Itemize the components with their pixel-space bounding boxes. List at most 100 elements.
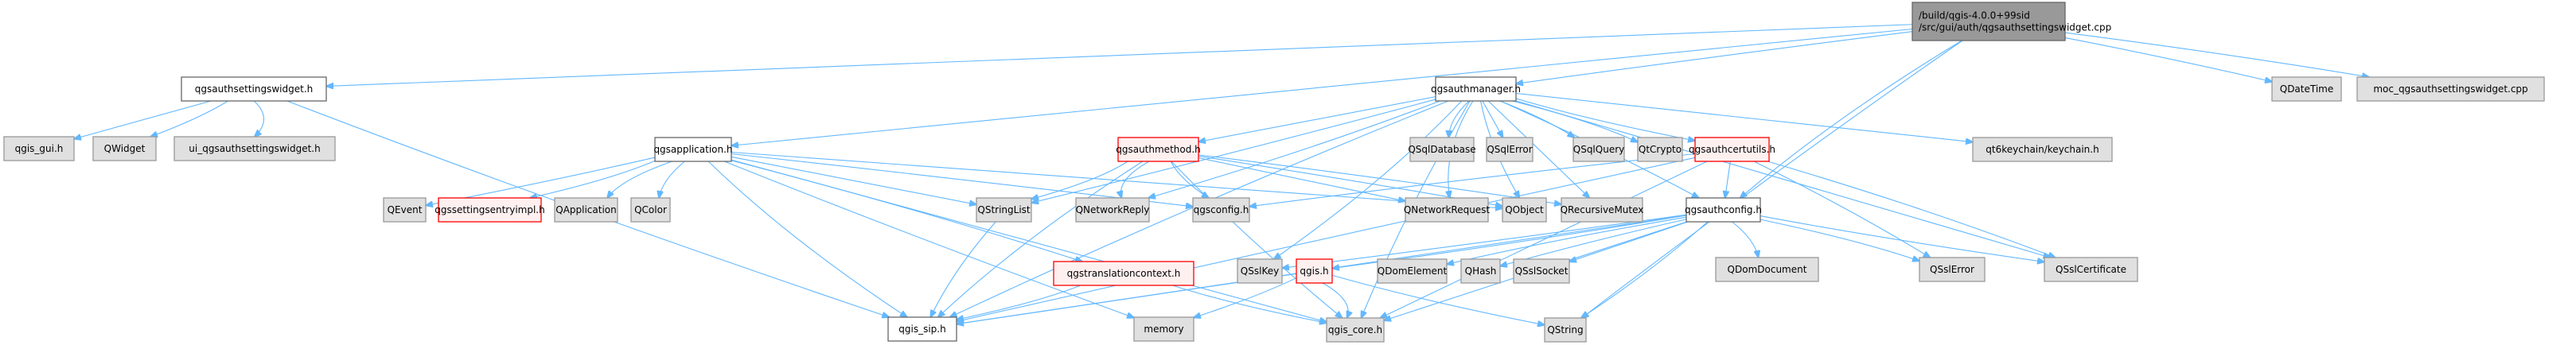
node-QSslCertificate[interactable]: QSslCertificate [2044,257,2138,282]
edge-qgsauthsettingswidget_h-to-qgis_gui_h [74,100,212,139]
node-qgis_gui_h[interactable]: qgis_gui.h [3,136,75,161]
node-box [554,197,618,223]
edge-qgsauthmanager_h-to-qgsauthcertutils_h [1515,98,1695,141]
node-label: ui_qgsauthsettingswidget.h [189,143,320,154]
node-qgsconfig_h[interactable]: qgsconfig.h [1192,197,1250,223]
node-label: qgstranslationcontext.h [1067,268,1181,279]
node-label: QStringList [977,204,1031,215]
node-QSslError[interactable]: QSslError [1919,257,1986,282]
node-label: qgsauthconfig.h [1685,204,1762,215]
node-label: qgis_sip.h [898,324,945,335]
node-QColor[interactable]: QColor [630,197,671,223]
edges-layer [74,24,2369,325]
node-ui_qgsauthsettingswidget_h[interactable]: ui_qgsauthsettingswidget.h [173,136,336,161]
edge-qgsauthmethod_h-to-QStringList [1031,161,1128,199]
edge-qgsauthcertutils_h-to-QSslCertificate [1767,161,2055,258]
node-qgsauthconfig_h[interactable]: qgsauthconfig.h [1685,197,1762,223]
edge-qgsapplication_h-to-memory [724,161,1134,318]
node-box [1912,2,2066,41]
node-qt6keychain_h[interactable]: qt6keychain/keychain.h [1972,137,2113,162]
node-box [1133,316,1194,342]
node-box [1435,76,1517,102]
node-box [1694,137,1770,162]
node-QApplication[interactable]: QApplication [554,197,618,223]
node-label: qgis_core.h [1328,324,1382,335]
node-label: QNetworkReply [1076,204,1150,215]
node-qgsauthmethod_h[interactable]: qgsauthmethod.h [1116,137,1201,162]
node-label: QString [1547,324,1583,335]
node-box [1405,197,1489,223]
edge-root-to-qgsauthmanager_h [1516,31,1913,84]
edge-qgsauthconfig_h-to-QDomDocument [1732,221,1759,258]
edge-root-to-QDateTime [2064,37,2272,81]
node-box [1409,137,1475,162]
node-label: qgsauthmanager.h [1431,83,1521,95]
node-box [1572,137,1625,162]
edge-qgsauthmethod_h-to-QRecursiveMutex [1198,154,1561,204]
edge-qgsauthmanager_h-to-QSqlError [1482,100,1503,138]
edge-qgsauthmethod_h-to-qgis_core_h [1171,161,1343,318]
node-label: QWidget [104,143,146,154]
node-root[interactable]: /build/qgis-4.0.0+99sid/src/gui/auth/qgs… [1912,2,2111,41]
node-label: qgsapplication.h [653,144,732,155]
node-label: QDomDocument [1728,264,1807,275]
node-box [2356,76,2545,102]
node-qgssettingsentryimpl_h[interactable]: qgssettingsentryimpl.h [435,197,545,223]
node-QWidget[interactable]: QWidget [92,136,157,161]
node-label: qt6keychain/keychain.h [1986,144,2099,155]
node-QDateTime[interactable]: QDateTime [2271,76,2342,102]
node-QSqlQuery[interactable]: QSqlQuery [1572,137,1625,162]
node-QSqlError[interactable]: QSqlError [1486,137,1534,162]
node-box [1686,197,1761,223]
node-box [1296,258,1333,284]
edge-qgsapplication_h-to-QApplication [607,161,672,198]
node-label: /src/gui/auth/qgsauthsettingswidget.cpp [1919,22,2111,33]
node-QDomElement[interactable]: QDomElement [1377,258,1448,284]
node-QNetworkReply[interactable]: QNetworkReply [1075,197,1150,223]
node-QSslKey[interactable]: QSslKey [1237,258,1283,284]
node-box [1486,137,1534,162]
node-box [654,137,732,162]
node-QObject[interactable]: QObject [1502,197,1547,223]
edge-qgsauthconfig_h-to-QSslSocket [1569,221,1689,262]
node-QStringList[interactable]: QStringList [976,197,1032,223]
edge-qgsapplication_h-to-qgis_sip_h [707,161,907,317]
node-QNetworkRequest[interactable]: QNetworkRequest [1404,197,1491,223]
node-box [383,197,427,223]
node-box [1561,197,1643,223]
edge-qgsauthmanager_h-to-QNetworkReply [1148,100,1440,198]
node-QSqlDatabase[interactable]: QSqlDatabase [1408,137,1476,162]
node-QEvent[interactable]: QEvent [383,197,427,223]
node-qgis_h[interactable]: qgis.h [1296,258,1333,284]
node-QDomDocument[interactable]: QDomDocument [1715,257,1819,282]
node-label: qgsauthmethod.h [1116,144,1201,155]
node-qgstranslationcontext_h[interactable]: qgstranslationcontext.h [1053,261,1194,286]
edge-qgsauthmanager_h-to-qgsauthmethod_h [1198,96,1436,142]
node-label: QSqlError [1487,144,1532,155]
node-qgis_sip_h[interactable]: qgis_sip.h [887,316,957,342]
edge-qgsauthmanager_h-to-QtCrypto [1512,100,1638,142]
node-QtCrypto[interactable]: QtCrypto [1637,137,1683,162]
node-QString[interactable]: QString [1544,317,1587,343]
edge-qgsauthcertutils_h-to-qgis_core_h [1380,161,1708,318]
node-QRecursiveMutex[interactable]: QRecursiveMutex [1561,197,1644,223]
node-qgsauthmanager_h[interactable]: qgsauthmanager.h [1431,76,1521,102]
node-label: QHash [1465,266,1497,277]
node-qgsapplication_h[interactable]: qgsapplication.h [653,137,733,162]
node-label: qgssettingsentryimpl.h [435,204,544,215]
node-QHash[interactable]: QHash [1460,258,1501,284]
node-qgis_core_h[interactable]: qgis_core.h [1326,317,1385,343]
node-memory[interactable]: memory [1133,316,1194,342]
node-qgsauthcertutils_h[interactable]: qgsauthcertutils.h [1689,137,1775,162]
edge-qgsauthmanager_h-to-QStringList [1031,99,1436,203]
node-moc_cpp[interactable]: moc_qgsauthsettingswidget.cpp [2356,76,2545,102]
node-qgsauthsettingswidget_h[interactable]: qgsauthsettingswidget.h [181,76,327,102]
edge-qgsauthsettingswidget_h-to-QWidget [150,100,228,137]
node-box [630,197,671,223]
node-QSslSocket[interactable]: QSslSocket [1513,258,1570,284]
node-label: QSqlDatabase [1408,144,1475,155]
node-label: QSslError [1930,264,1974,275]
node-label: QtCrypto [1639,144,1682,155]
node-box [1715,257,1819,282]
edge-qgsapplication_h-to-QStringList [731,156,976,204]
